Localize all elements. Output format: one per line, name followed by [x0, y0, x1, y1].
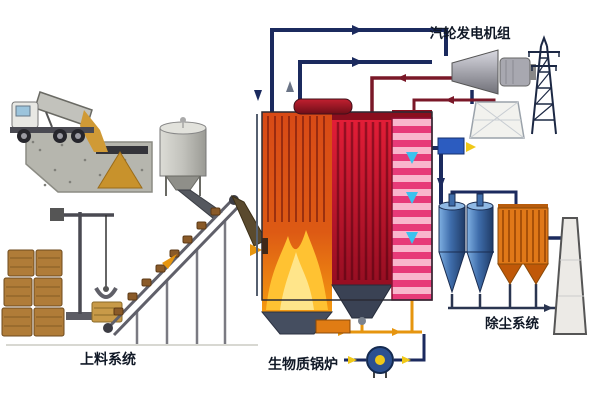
grate-drive-box [315, 319, 351, 334]
flow-arrow-icon [162, 254, 177, 269]
feed-chute [230, 194, 267, 247]
label-biomass-boiler: 生物质锅炉 [268, 356, 338, 372]
label-feeding-system: 上料系统 [80, 351, 136, 367]
cyclone-separators [438, 193, 494, 294]
pit-opening [96, 146, 148, 154]
storage-silo [159, 117, 223, 220]
induced-draft-fan [344, 334, 426, 378]
steam-drum [293, 98, 353, 115]
filter-hopper [523, 263, 549, 285]
down-arrow-icon [254, 90, 262, 101]
turbine-generator-unit [451, 49, 536, 95]
material-chunks [113, 207, 221, 316]
condenser-cooler [469, 101, 525, 139]
counterweight [50, 208, 64, 221]
furnace-ash-hopper [260, 311, 334, 335]
dust-discharge-pipes [448, 284, 557, 312]
power-arrow-icon [466, 142, 476, 152]
truck-window [15, 105, 31, 117]
ash-rotary-valve [358, 317, 366, 325]
steam-arrow-icon [352, 57, 363, 67]
biomass-pile [97, 151, 143, 189]
dump-truck [10, 91, 108, 152]
steam-arrow-icon [352, 25, 363, 35]
grab-crane [50, 208, 123, 323]
economizer-section [391, 117, 433, 301]
gas-arrow-icon [437, 178, 445, 189]
truck-wheels [17, 129, 85, 143]
tail-pulley [103, 323, 113, 333]
belt-bottom-rail [112, 203, 242, 337]
fuel-inlet [262, 238, 268, 254]
fan-arrow-icon [402, 356, 411, 364]
fan-arrow-icon [348, 356, 357, 364]
furnace-tubes [267, 116, 325, 222]
return-arrow-icon [445, 96, 454, 104]
biomass-boiler [256, 98, 433, 335]
gas-arrow-icon [406, 232, 418, 244]
truck-chassis [10, 127, 94, 133]
chimney [552, 217, 588, 335]
economizer-header [392, 110, 432, 120]
ash-arrow-icon [392, 328, 401, 336]
steam-turbine [451, 49, 499, 95]
filter-ribs [502, 210, 546, 262]
label-turbine-unit: 汽轮发电机组 [430, 25, 511, 41]
gas-arrow-icon [406, 152, 418, 164]
transformer-box [437, 137, 476, 155]
silo-funnel [165, 175, 201, 191]
transmission-tower [528, 35, 560, 135]
dust-arrow-icon [544, 304, 553, 312]
grab-claw-icon [94, 286, 118, 299]
filter-hopper [497, 263, 523, 285]
middle-ash-hopper [331, 284, 393, 319]
superheater-tubes [336, 122, 389, 280]
label-dust-removal: 除尘系统 [485, 315, 539, 331]
gas-arrow-icon [406, 192, 418, 204]
flame-core [280, 252, 314, 310]
return-arrow-icon [397, 74, 406, 82]
cyclone [466, 193, 494, 294]
inclined-conveyor [103, 194, 267, 344]
superheater-section [332, 112, 392, 285]
up-arrow-icon [286, 81, 294, 92]
generator [499, 57, 531, 87]
straw-bales [1, 249, 65, 337]
receiving-pit [25, 131, 153, 193]
cyclone [438, 193, 466, 294]
bag-filter [497, 204, 549, 285]
